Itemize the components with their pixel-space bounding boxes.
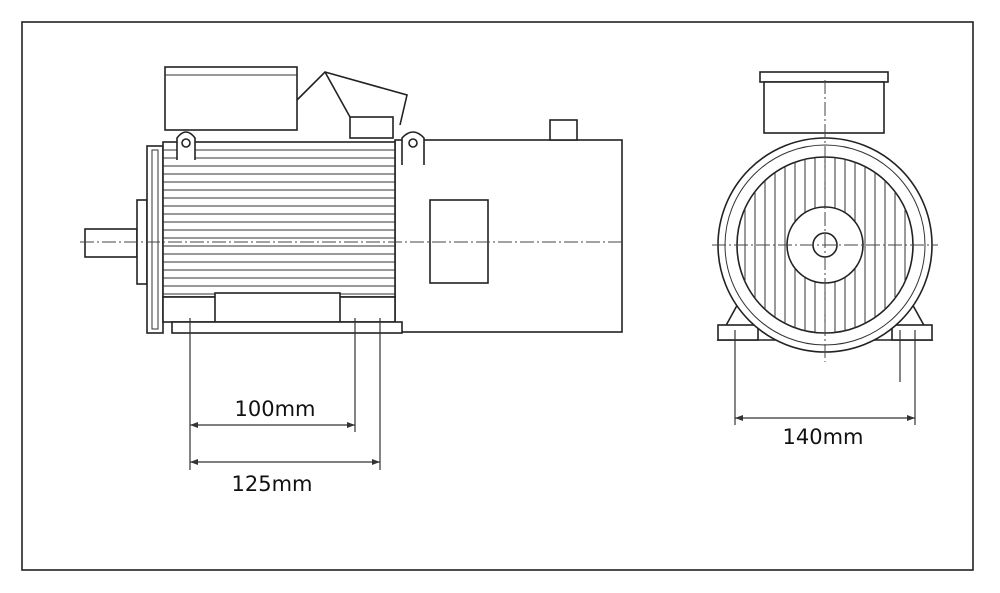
lifting-eye-rear xyxy=(401,131,425,165)
cooling-fins xyxy=(163,149,395,295)
dimension-label-125: 125mm xyxy=(232,472,313,496)
front-terminal-box xyxy=(763,81,885,134)
flange xyxy=(146,145,164,334)
finned-body xyxy=(162,141,396,298)
dimension-label-140: 140mm xyxy=(783,425,864,449)
rear-housing xyxy=(394,139,623,333)
lifting-eye-front xyxy=(176,131,196,160)
front-view: 140mm xyxy=(712,71,938,449)
shaft xyxy=(84,228,138,258)
drawing-frame xyxy=(21,21,974,571)
cable-gland xyxy=(349,116,394,139)
side-view: 100mm 125mm xyxy=(80,66,625,496)
dimension-label-100: 100mm xyxy=(235,397,316,421)
foot-base xyxy=(171,321,403,334)
body-underside xyxy=(214,292,341,323)
terminal-hood xyxy=(296,71,408,126)
terminal-box xyxy=(164,66,298,131)
rear-plug xyxy=(549,119,578,141)
front-terminal-lid xyxy=(759,71,889,83)
